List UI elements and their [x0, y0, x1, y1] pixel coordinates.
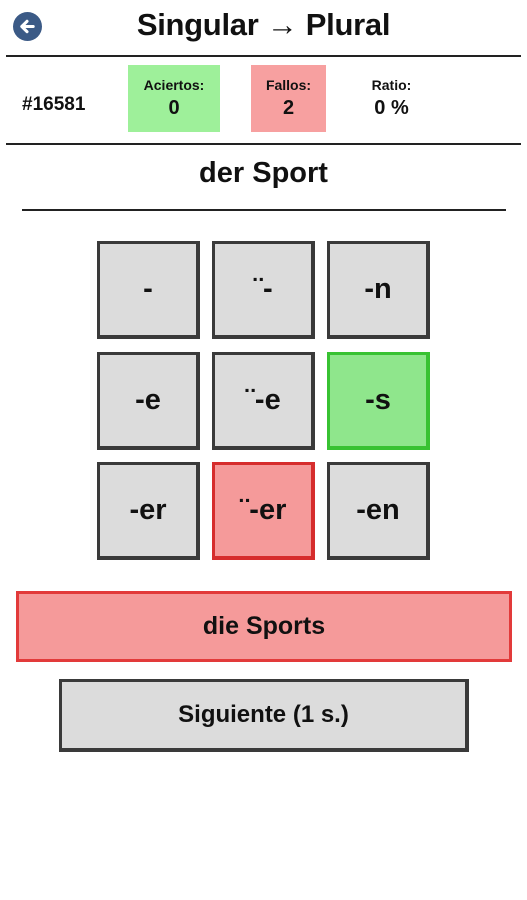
app-header: Singular → Plural: [0, 0, 527, 55]
correct-count-box: Aciertos: 0: [128, 65, 220, 132]
option-label: -en: [356, 494, 400, 526]
option-button-wrong[interactable]: ¨-er: [212, 462, 315, 560]
correct-label: Aciertos:: [143, 77, 205, 93]
stats-bar: #16581 Aciertos: 0 Fallos: 2 Ratio: 0 %: [0, 57, 527, 143]
wrong-count-box: Fallos: 2: [251, 65, 326, 132]
correct-value: 0: [168, 97, 180, 119]
option-label: -er: [129, 494, 167, 526]
option-button[interactable]: -n: [327, 241, 430, 339]
option-label: ¨-: [253, 273, 273, 305]
ratio-box: Ratio: 0 %: [354, 65, 429, 132]
option-label: ¨-e: [245, 384, 281, 416]
singular-word: der Sport: [199, 157, 328, 189]
ratio-value: 0 %: [374, 97, 409, 119]
option-button[interactable]: ¨-: [212, 241, 315, 339]
arrow-left-icon: [20, 19, 35, 34]
option-button[interactable]: -en: [327, 462, 430, 560]
option-button[interactable]: -e: [97, 352, 200, 450]
option-label: -s: [365, 384, 391, 416]
option-label: -e: [135, 384, 161, 416]
divider: [22, 209, 506, 211]
exercise-id: #16581: [22, 94, 86, 115]
ratio-label: Ratio:: [371, 77, 412, 93]
option-button-correct[interactable]: -s: [327, 352, 430, 450]
option-button[interactable]: -: [97, 241, 200, 339]
divider: [6, 55, 521, 57]
option-label: -n: [364, 273, 392, 305]
wrong-value: 2: [282, 97, 295, 119]
page-title: Singular → Plural: [136, 7, 391, 42]
option-label: -: [143, 273, 153, 305]
divider: [6, 143, 521, 145]
back-button[interactable]: [13, 12, 42, 41]
next-button[interactable]: Siguiente (1 s.): [59, 679, 469, 752]
option-button[interactable]: -er: [97, 462, 200, 560]
option-label: ¨-er: [239, 494, 287, 526]
answer-feedback: die Sports: [16, 591, 512, 662]
wrong-label: Fallos:: [265, 77, 312, 93]
option-button[interactable]: ¨-e: [212, 352, 315, 450]
